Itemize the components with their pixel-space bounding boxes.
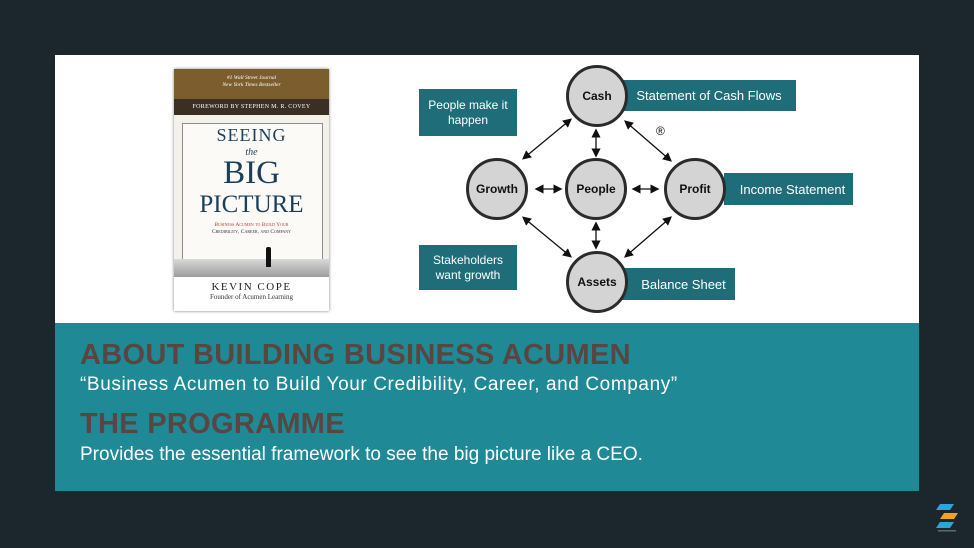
- book-foreword: FOREWORD BY STEPHEN M. R. COVEY: [174, 99, 329, 115]
- note-people-make-it-happen: People make it happen: [419, 89, 517, 136]
- company-logo-icon: [936, 504, 958, 532]
- heading-about: ABOUT BUILDING BUSINESS ACUMEN: [80, 339, 631, 371]
- book-title-the: the: [245, 147, 258, 158]
- tag-balance-sheet: Balance Sheet: [620, 268, 735, 300]
- book-author-band: KEVIN COPE Founder of Acumen Learning: [174, 277, 329, 311]
- node-growth: Growth: [466, 158, 528, 220]
- note-stakeholders-want-growth: Stakeholders want growth: [419, 245, 517, 290]
- book-cover: #1 Wall Street Journal New York Times Be…: [174, 69, 329, 311]
- node-assets: Assets: [566, 251, 628, 313]
- tag-statement-cash-flows: Statement of Cash Flows: [622, 80, 796, 111]
- book-author-title: Founder of Acumen Learning: [209, 293, 293, 301]
- programme-description: Provides the essential framework to see …: [80, 444, 643, 465]
- node-cash: Cash: [566, 65, 628, 127]
- arrow-growth-assets: [521, 216, 573, 258]
- tag-income-statement: Income Statement: [724, 173, 853, 205]
- node-profit: Profit: [664, 158, 726, 220]
- book-stage-image: [174, 259, 329, 277]
- slide-bottom-panel: [55, 323, 919, 491]
- arrow-growth-cash: [521, 118, 573, 160]
- book-top-line2: New York Times Bestseller: [222, 82, 281, 88]
- book-subtitle-line1: Business Acumen to Build Your: [214, 222, 289, 228]
- book-quote: “Business Acumen to Build Your Credibili…: [80, 374, 678, 395]
- book-title-seeing: SEEING: [216, 125, 287, 145]
- book-bestseller-band: #1 Wall Street Journal New York Times Be…: [174, 69, 329, 99]
- book-subtitle-line2: Credibility, Career, and Company: [211, 229, 292, 235]
- registered-mark: ®: [656, 124, 665, 138]
- book-person-silhouette: [266, 247, 271, 267]
- book-title-picture: PICTURE: [199, 191, 304, 218]
- node-people: People: [565, 158, 627, 220]
- book-title-big: BIG: [223, 155, 280, 191]
- book-top-line1: #1 Wall Street Journal: [226, 75, 277, 81]
- heading-programme: THE PROGRAMME: [80, 408, 345, 440]
- arrow-cash-profit: [624, 120, 672, 162]
- book-author: KEVIN COPE: [211, 281, 292, 293]
- arrow-assets-profit: [624, 216, 672, 258]
